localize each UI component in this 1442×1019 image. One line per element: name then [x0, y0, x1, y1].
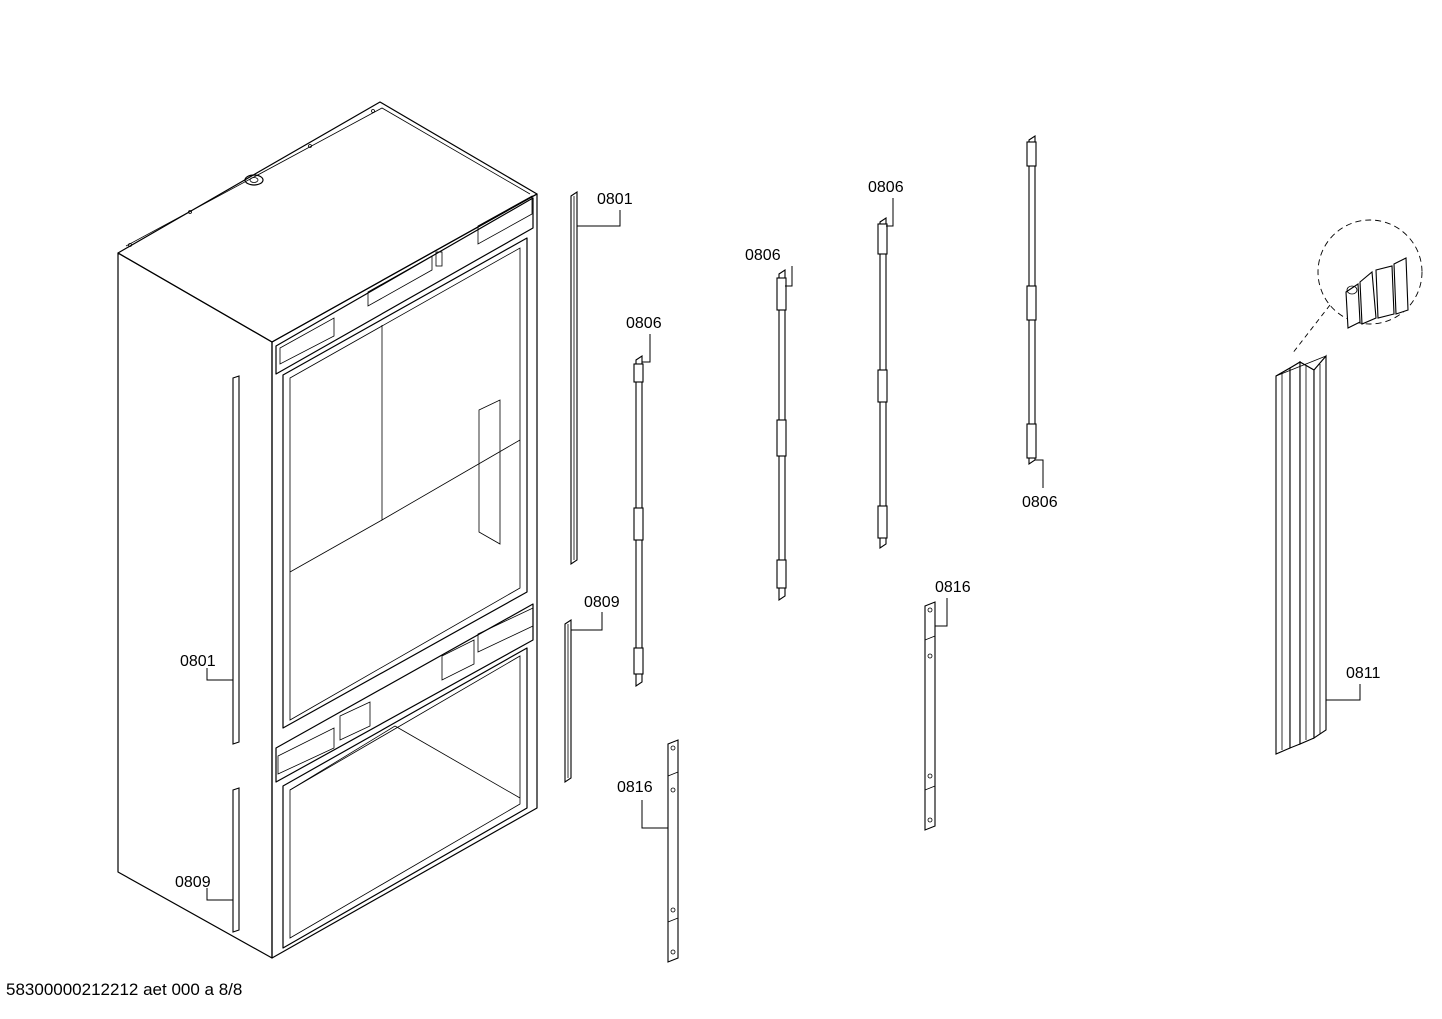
label-bracket-0806-c: 0806 [868, 179, 904, 196]
label-strip-0809: 0809 [584, 594, 620, 611]
drawing-reference-caption: 58300000212212 aet 000 a 8/8 [6, 980, 243, 999]
label-bracket-0806-a: 0806 [626, 315, 662, 332]
label-plate-0816-a: 0816 [617, 779, 653, 796]
detail-magnifier [1291, 219, 1423, 355]
profile-0811 [1275, 354, 1327, 755]
refrigerator-cabinet [117, 101, 538, 959]
bracket-0806-a [633, 354, 644, 688]
plate-0816-b [924, 601, 936, 831]
strip-0801 [570, 190, 578, 566]
label-cabinet-seal-0801: 0801 [180, 653, 216, 670]
label-bracket-0806-b: 0806 [745, 247, 781, 264]
cabinet-side-seal-lower [232, 787, 240, 933]
label-plate-0816-b: 0816 [935, 579, 971, 596]
label-cabinet-seal-0809: 0809 [175, 874, 211, 891]
label-bracket-0806-d: 0806 [1022, 494, 1058, 511]
bracket-0806-b [776, 268, 787, 602]
bracket-0806-c [877, 216, 888, 550]
label-profile-0811: 0811 [1346, 665, 1381, 682]
strip-0809 [564, 618, 572, 784]
bracket-0806-d [1026, 134, 1037, 466]
leader-lines [206, 198, 1361, 901]
plate-0816-a [667, 739, 679, 963]
cabinet-side-seal-upper [232, 375, 240, 745]
label-strip-0801: 0801 [597, 191, 633, 208]
